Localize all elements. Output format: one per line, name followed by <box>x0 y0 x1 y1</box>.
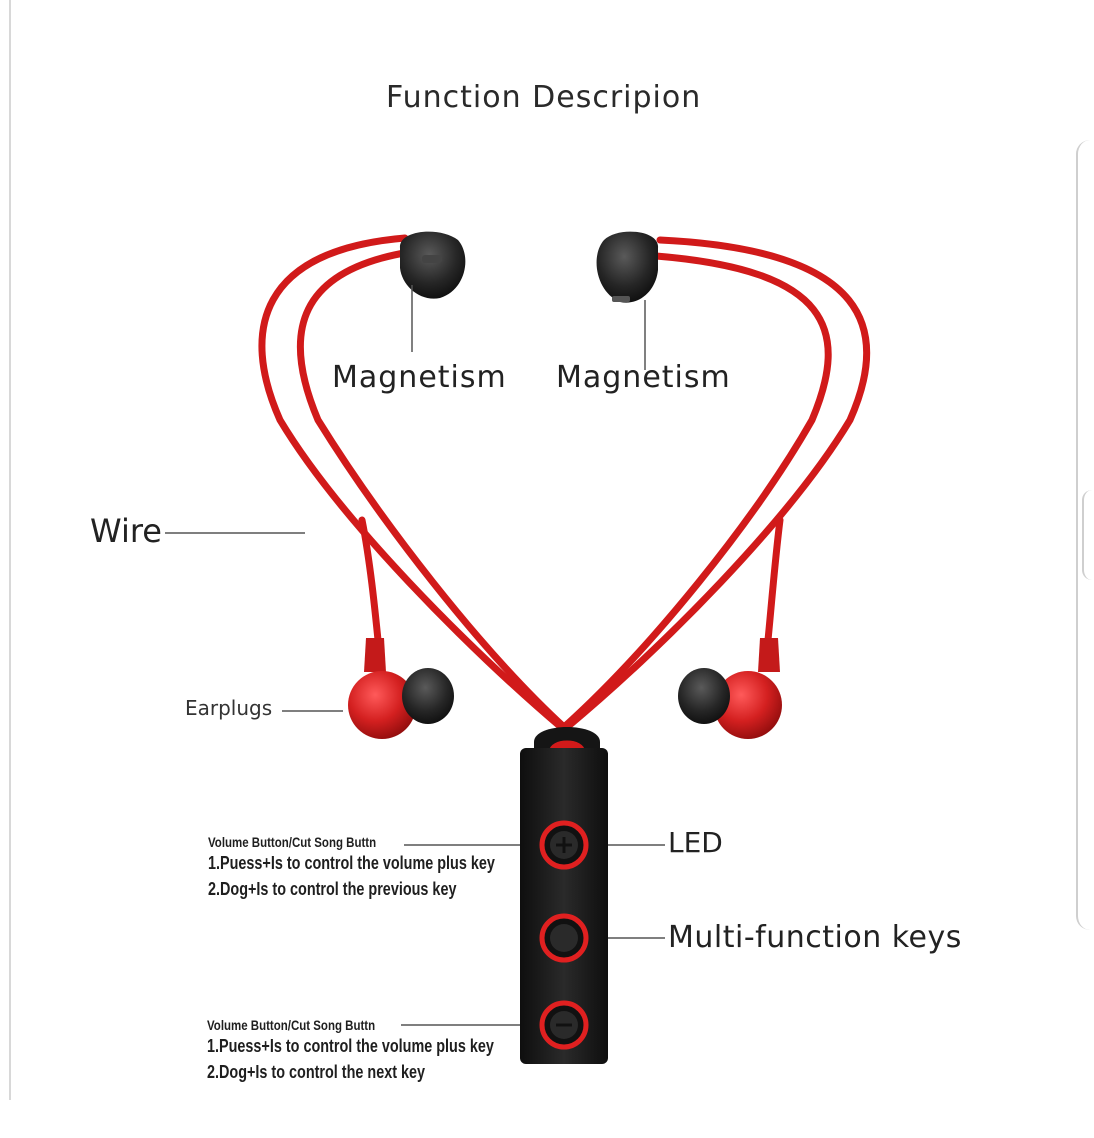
led-label: LED <box>668 826 723 859</box>
wire-label: Wire <box>90 512 162 550</box>
top-button-note: Volume Button/Cut Song Buttn 1.Puess+Is … <box>208 834 567 902</box>
earplugs-label: Earplugs <box>185 696 273 720</box>
magnet-tip-icon <box>399 231 466 299</box>
top-note-line1: 1.Puess+Is to control the volume plus ke… <box>208 853 495 873</box>
bottom-note-line1: 1.Puess+Is to control the volume plus ke… <box>207 1036 494 1056</box>
earbud-icon <box>348 638 454 739</box>
diagram-title: Function Descripion <box>386 80 702 115</box>
magnet-tip-icon <box>596 231 659 303</box>
top-note-line2: 2.Dog+Is to control the previous key <box>208 879 457 899</box>
wire-cable <box>258 234 871 732</box>
plus-button-icon <box>539 820 589 870</box>
magnetism-label-right: Magnetism <box>556 360 731 395</box>
minus-button-icon <box>539 1000 589 1050</box>
top-note-heading: Volume Button/Cut Song Buttn <box>208 834 377 850</box>
multi-function-keys-label: Multi-function keys <box>668 920 962 955</box>
frame-border <box>9 0 11 1100</box>
multi-function-button-icon <box>539 913 589 963</box>
bottom-button-note: Volume Button/Cut Song Buttn 1.Puess+Is … <box>207 1017 566 1085</box>
bottom-note-line2: 2.Dog+Is to control the next key <box>207 1062 426 1082</box>
bottom-note-heading: Volume Button/Cut Song Buttn <box>207 1017 376 1033</box>
side-panel-handle <box>1082 490 1094 580</box>
earbud-icon <box>678 638 782 739</box>
side-panel-edge <box>1076 140 1094 930</box>
magnetism-label-left: Magnetism <box>332 360 507 395</box>
remote-control-icon <box>520 727 608 1064</box>
